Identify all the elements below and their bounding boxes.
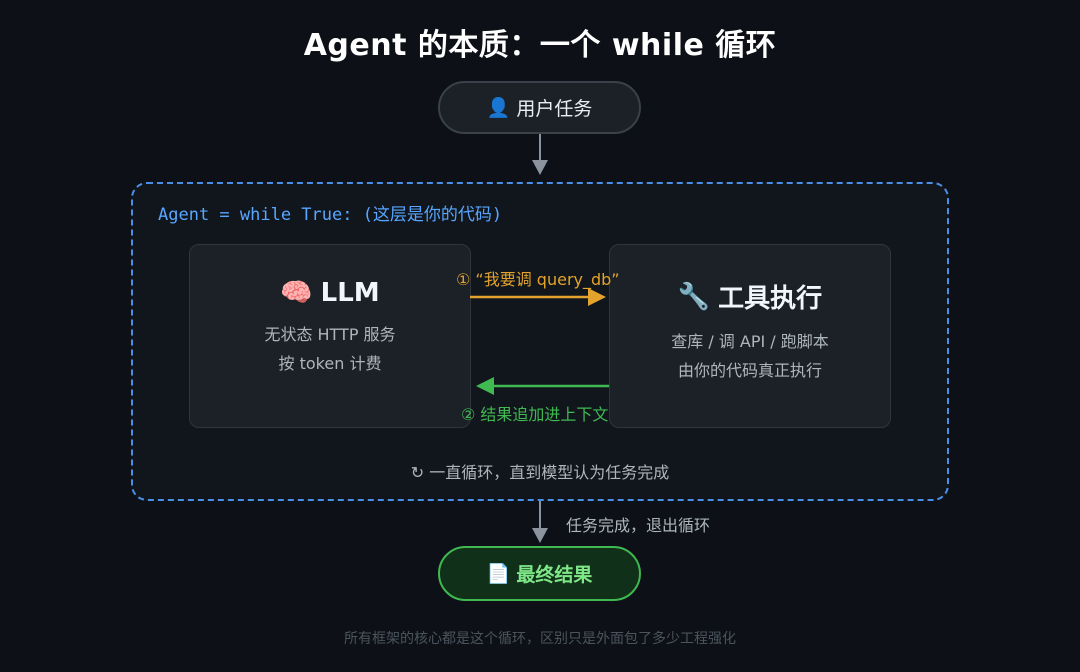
tool-desc-line: 由你的代码真正执行 — [677, 361, 822, 380]
user-task-label: 用户任务 — [516, 98, 593, 120]
flow-arrow-start-head — [532, 160, 548, 175]
call-arrow-label: ① “我要调 query_db” — [456, 270, 620, 289]
result-arrow-head — [476, 377, 494, 395]
llm-desc-line: 按 token 计费 — [278, 354, 382, 373]
llm-node: 🧠 LLM 无状态 HTTP 服务 按 token 计费 — [189, 244, 471, 428]
call-arrow-head — [588, 288, 606, 306]
agent-loop-label: Agent = while True: (这层是你的代码) — [158, 205, 503, 225]
loop-note: ↻ 一直循环，直到模型认为任务完成 — [0, 459, 1080, 483]
footer-note: 所有框架的核心都是这个循环，区别只是外面包了多少工程强化 — [344, 631, 736, 647]
final-result-label: 最终结果 — [516, 564, 593, 586]
brain-icon: 🧠 — [280, 278, 313, 308]
user-icon: 👤 — [486, 97, 511, 119]
exit-label: 任务完成，退出循环 — [566, 516, 711, 535]
llm-desc-line: 无状态 HTTP 服务 — [264, 325, 396, 344]
tool-exec-title: 工具执行 — [718, 284, 823, 314]
user-task-node: 👤 用户任务 — [438, 81, 641, 134]
tool-desc-line: 查库 / 调 API / 跑脚本 — [671, 332, 829, 351]
loop-icon: ↻ — [410, 463, 425, 482]
llm-title: LLM — [320, 278, 380, 308]
result-arrow-label: ② 结果追加进上下文 — [461, 405, 609, 424]
diagram-title: Agent 的本质：一个 while 循环 — [303, 28, 777, 63]
wrench-icon: 🔧 — [677, 281, 711, 312]
tool-exec-node: 🔧 工具执行 查库 / 调 API / 跑脚本 由你的代码真正执行 — [609, 244, 891, 428]
loop-note-text: 一直循环，直到模型认为任务完成 — [429, 463, 670, 482]
document-icon: 📄 — [486, 563, 511, 585]
flow-arrow-exit-head — [532, 528, 548, 543]
final-result-node: 📄 最终结果 — [438, 546, 641, 601]
